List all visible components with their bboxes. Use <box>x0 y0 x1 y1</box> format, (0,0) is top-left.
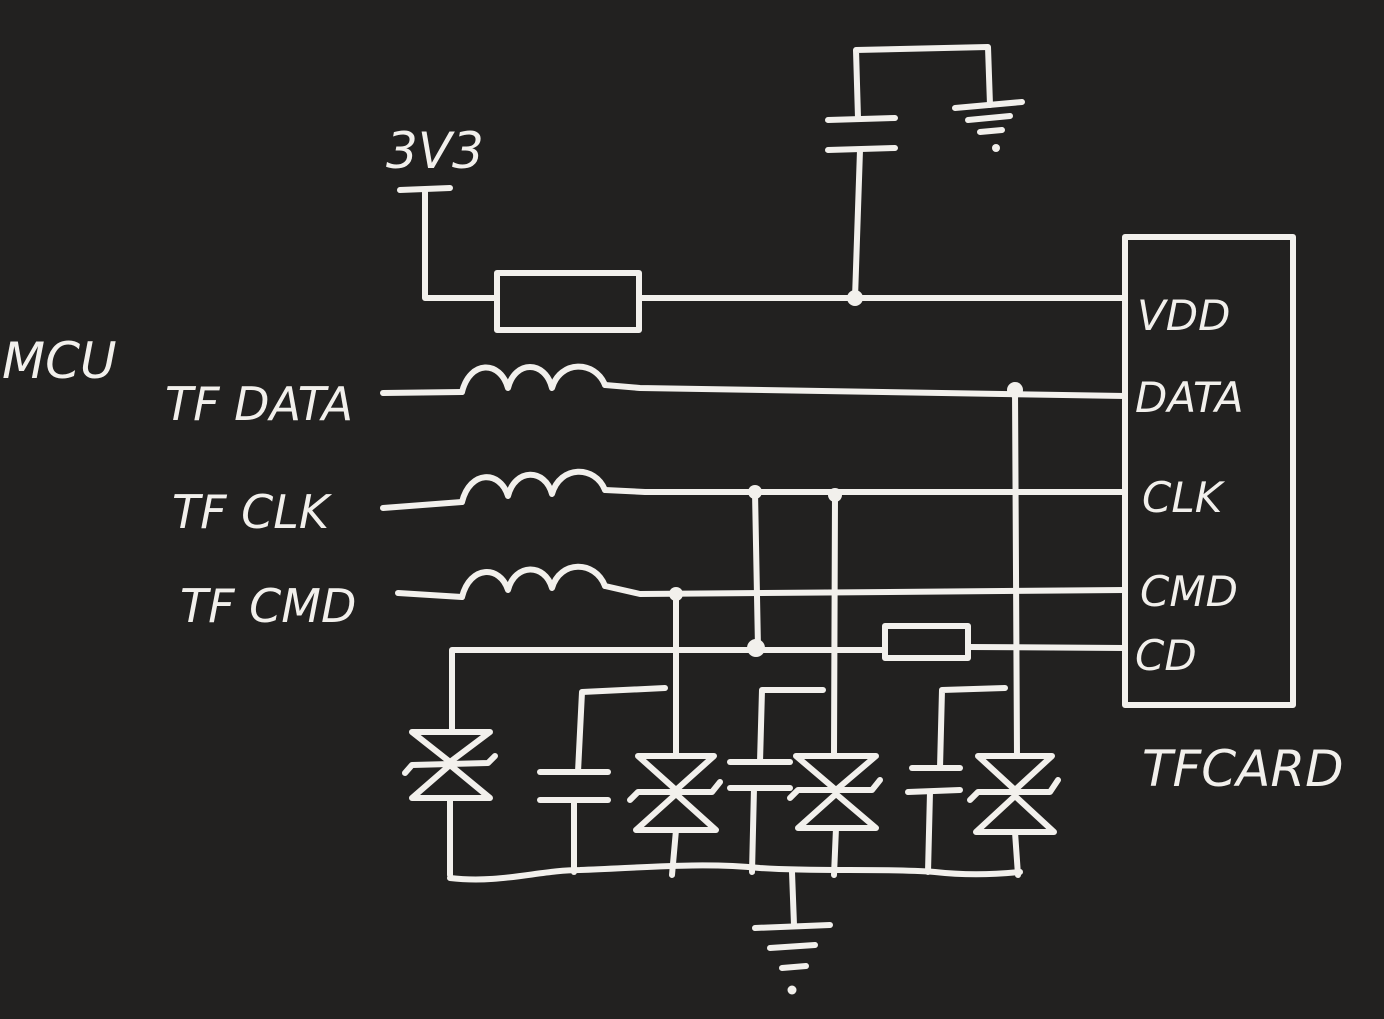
series-resistor <box>494 270 642 333</box>
supply-3v3-label: 3V3 <box>386 122 484 180</box>
tf-cmd-label: TF CMD <box>180 579 356 633</box>
tvs-diode-cmd <box>627 753 723 878</box>
clk-line <box>380 468 1128 511</box>
tf-card-body <box>1122 234 1296 708</box>
supply-wire <box>397 185 500 301</box>
ground-icon <box>952 99 1025 152</box>
tf-clk-label: TF CLK <box>172 485 333 539</box>
ground-bus <box>447 862 1023 928</box>
tf-data-label: TF DATA <box>165 377 353 431</box>
pin-data-label: DATA <box>1135 373 1244 422</box>
tf-card-label: TFCARD <box>1142 740 1344 798</box>
pin-vdd-label: VDD <box>1137 291 1230 340</box>
filter-capacitor-clk <box>727 687 826 875</box>
cd-pull-resistor <box>882 623 971 661</box>
filter-capacitor-cmd <box>537 685 668 875</box>
tvs-diode-data <box>967 753 1061 878</box>
mcu-label: MCU <box>2 332 117 390</box>
protection-drops <box>673 387 1020 759</box>
data-line <box>380 363 1128 399</box>
pin-cmd-label: CMD <box>1140 567 1238 616</box>
filter-capacitor-data <box>905 685 1008 875</box>
tvs-diode-cd <box>402 729 498 878</box>
decoupling-capacitor <box>825 44 993 301</box>
pin-cd-label: CD <box>1135 631 1197 680</box>
pin-clk-label: CLK <box>1142 473 1226 522</box>
cd-line <box>449 644 1128 735</box>
ground-icon-bottom <box>752 922 833 995</box>
cmd-line <box>395 563 1128 600</box>
tvs-diode-clk <box>787 753 883 878</box>
